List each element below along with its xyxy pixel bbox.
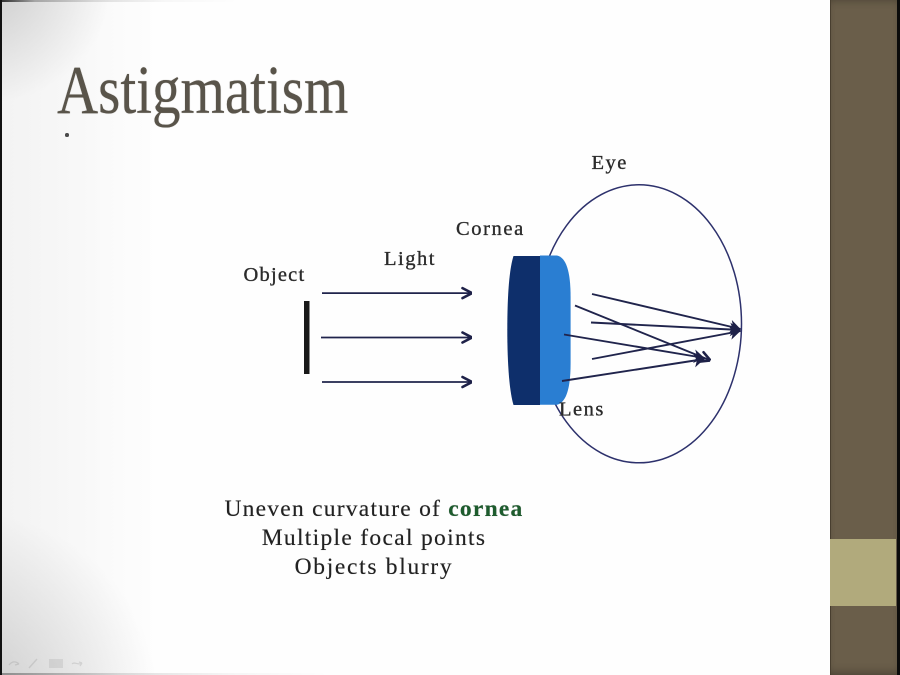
svg-text:Light: Light [384,248,436,270]
svg-text:Object: Object [244,264,306,286]
svg-text:Lens: Lens [559,399,605,421]
svg-text:Cornea: Cornea [456,218,525,240]
svg-text:Eye: Eye [592,152,628,174]
